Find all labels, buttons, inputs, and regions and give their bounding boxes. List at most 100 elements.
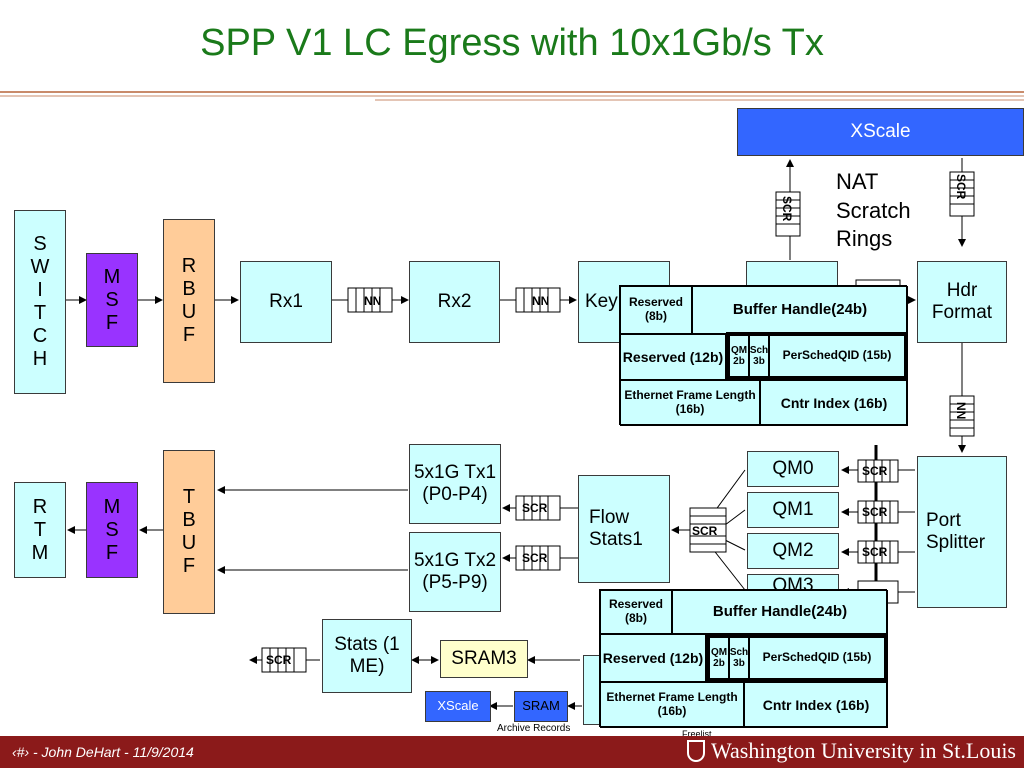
nn-ring-vertical	[949, 395, 975, 437]
xscale-small-block: XScale	[425, 691, 491, 722]
qm0-label: QM0	[772, 458, 814, 480]
sram-small-block: SRAM	[514, 691, 568, 722]
sram3-label: SRAM3	[451, 648, 517, 670]
nn-ring-label: NN	[364, 294, 382, 308]
rbuf-char: F	[182, 324, 196, 346]
scr-ring-label: SCR	[780, 196, 794, 222]
msf-char: S	[105, 518, 119, 541]
reserved-12b-cell: Reserved (12b)	[620, 334, 726, 380]
stats-label: Stats (1 ME)	[334, 634, 400, 677]
qm-cell: QM 2b	[709, 637, 729, 679]
scr-ring-label: SCR	[862, 505, 888, 519]
frame-length-cell: Ethernet Frame Length (16b)	[620, 380, 760, 426]
switch-char: T	[33, 302, 47, 324]
tx2-block: 5x1G Tx2 (P5-P9)	[409, 532, 501, 612]
switch-char: C	[32, 325, 48, 347]
frame-length-cell: Ethernet Frame Length (16b)	[600, 682, 744, 728]
record-format-top: Reserved (8b) Buffer Handle(24b) Reserve…	[619, 285, 908, 426]
perschedqid-cell: PerSchedQID (15b)	[749, 637, 885, 679]
scr-ring-qm2	[857, 540, 899, 564]
sch-cell: Sch 3b	[729, 637, 749, 679]
qid-group	[706, 634, 888, 682]
xscale-block: XScale	[737, 108, 1024, 156]
nn-ring-2	[515, 287, 561, 313]
stats-block: Stats (1 ME)	[322, 619, 412, 693]
qm1-label: QM1	[772, 499, 814, 521]
cntr-index-cell: Cntr Index (16b)	[744, 682, 888, 728]
switch-char: S	[33, 233, 47, 255]
sram-small-label: SRAM	[522, 698, 560, 714]
scr-ring-stats	[261, 647, 307, 673]
msf-char: M	[103, 265, 121, 288]
flow-stats-block: Flow Stats1	[578, 475, 670, 583]
msf-char: M	[103, 495, 121, 518]
nn-ring-1	[347, 287, 393, 313]
tx1-label: 5x1G Tx1 (P0-P4)	[413, 462, 497, 505]
perschedqid-cell: PerSchedQID (15b)	[769, 335, 905, 377]
msf-top-block: M S F	[86, 253, 138, 347]
scr-ring-tx2	[515, 545, 561, 571]
scr-ring-vertical-1	[775, 191, 801, 237]
rx1-block: Rx1	[240, 261, 332, 343]
cntr-index-cell: Cntr Index (16b)	[760, 380, 908, 426]
rtm-block: R T M	[14, 482, 66, 578]
rtm-char: R	[32, 495, 48, 518]
switch-char: W	[30, 256, 50, 278]
record-format-bottom: Reserved (8b) Buffer Handle(24b) Reserve…	[599, 589, 888, 728]
archive-records-label: Archive Records	[497, 723, 571, 734]
scr-ring-qm0	[857, 459, 899, 483]
rbuf-char: B	[182, 278, 196, 300]
rx2-label: Rx2	[437, 291, 472, 313]
port-splitter-label: Port Splitter	[926, 510, 986, 553]
scr-ring-label: SCR	[862, 464, 888, 478]
sram3-block: SRAM3	[440, 640, 528, 678]
nat-scratch-rings-label: NAT Scratch Rings	[836, 169, 911, 252]
rtm-char: M	[31, 541, 49, 564]
university-name: Washington University in St.Louis	[710, 738, 1016, 763]
university-shield-icon	[686, 740, 705, 762]
switch-block: S W I T C H	[14, 210, 66, 394]
msf-char: F	[105, 541, 119, 564]
buffer-handle-cell: Buffer Handle(24b)	[672, 590, 888, 634]
qm-cell: QM 2b	[729, 335, 749, 377]
reserved-12b-cell: Reserved (12b)	[600, 634, 706, 682]
switch-char: H	[32, 348, 48, 370]
nn-ring-label: NN	[954, 402, 968, 420]
rbuf-char: U	[181, 301, 197, 323]
qm2-label: QM2	[772, 540, 814, 562]
xscale-label: XScale	[850, 121, 911, 143]
qm1-block: QM1	[747, 492, 839, 528]
tx2-label: 5x1G Tx2 (P5-P9)	[413, 550, 497, 593]
msf-char: S	[105, 288, 119, 311]
scr-ring-label: SCR	[692, 524, 718, 538]
reserved-8b-cell: Reserved (8b)	[620, 286, 692, 334]
scr-ring-label: SCR	[862, 545, 888, 559]
rbuf-block: R B U F	[163, 219, 215, 383]
page-title: SPP V1 LC Egress with 10x1Gb/s Tx	[200, 22, 824, 64]
msf-bottom-block: M S F	[86, 482, 138, 578]
qid-group	[726, 332, 908, 380]
reserved-8b-cell: Reserved (8b)	[600, 590, 672, 634]
footer-right: Washington University in St.Louis	[686, 738, 1016, 764]
scr-ring-tx1	[515, 495, 561, 521]
scr-ring-label: SCR	[522, 501, 548, 515]
scr-ring-flow	[689, 507, 727, 553]
tbuf-char: F	[182, 555, 196, 577]
buffer-handle-cell: Buffer Handle(24b)	[692, 286, 908, 334]
xscale-small-label: XScale	[437, 698, 479, 714]
qm0-block: QM0	[747, 451, 839, 487]
qm2-block: QM2	[747, 533, 839, 569]
msf-char: F	[105, 311, 119, 334]
hdr-format-label: Hdr Format	[931, 280, 993, 323]
port-splitter-block: Port Splitter	[917, 456, 1007, 608]
rx2-block: Rx2	[409, 261, 500, 343]
nn-ring-label: NN	[532, 294, 550, 308]
hdr-format-block: Hdr Format	[917, 261, 1007, 343]
scr-ring-label: SCR	[266, 653, 292, 667]
rtm-char: T	[33, 518, 47, 541]
footer-bar	[0, 736, 1024, 768]
tbuf-char: T	[182, 486, 196, 508]
flow-stats-label: Flow Stats1	[589, 507, 643, 550]
tx1-block: 5x1G Tx1 (P0-P4)	[409, 444, 501, 524]
